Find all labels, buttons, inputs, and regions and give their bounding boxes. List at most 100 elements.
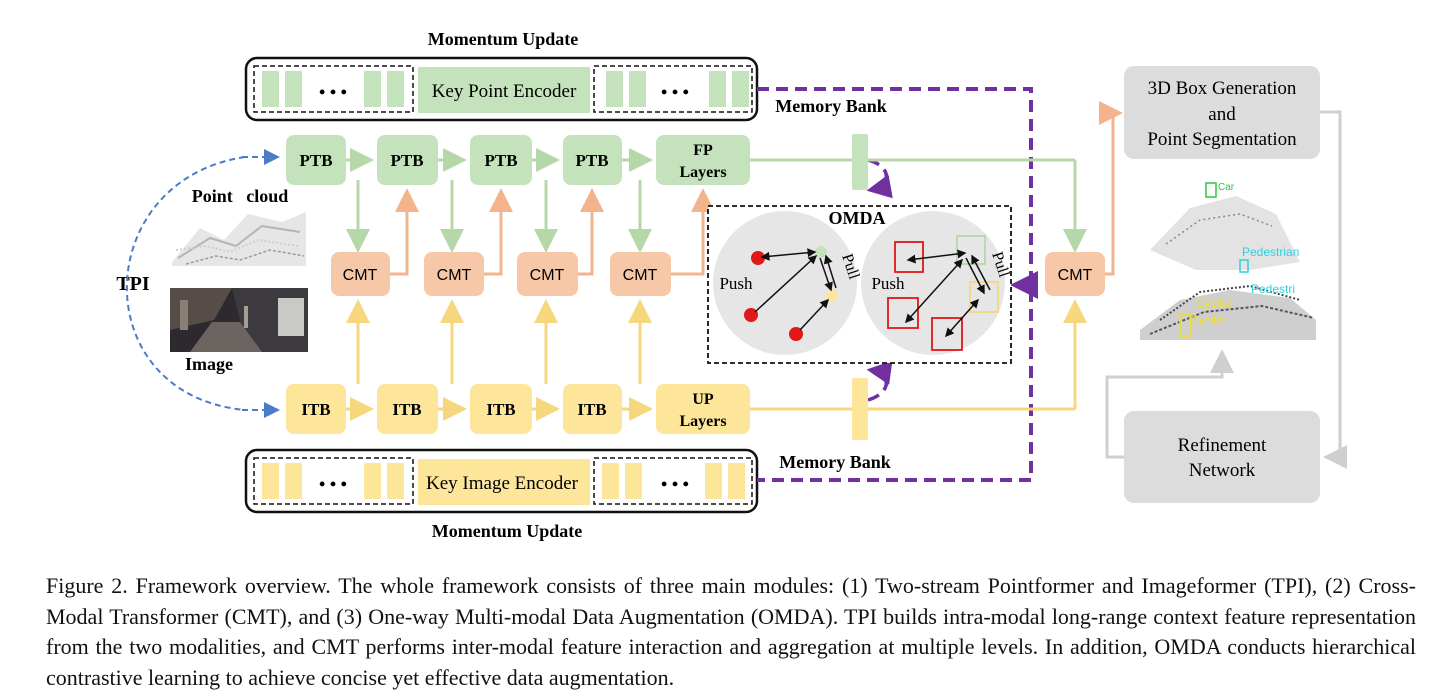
figure-caption: Figure 2. Framework overview. The whole … [46,573,1416,690]
ptb-block [470,135,532,185]
up-layers-label-line1: UP [692,391,714,408]
camera-image [170,288,308,352]
point-cloud-label: Point cloud [192,186,289,206]
output-modules: 3D Box Generation and Point Segmentation… [1105,66,1347,503]
ptb-block [377,135,438,185]
itb-label: ITB [486,400,515,419]
bottom-memory-bank-label: Memory Bank [779,452,891,472]
top-memory-bank-label: Memory Bank [775,96,887,116]
box-generation-line2: and [1208,104,1236,125]
key-image-encoder-label: Key Image Encoder [426,473,579,494]
negative-point [789,327,803,341]
bottom-queue-cell [625,463,642,499]
itb-block [470,384,532,434]
positive-box [969,281,999,313]
tpi-label: TPI [116,273,150,295]
top-queue-cell [285,71,302,107]
tpi-dashed-arc [125,156,246,411]
momentum-paths [757,87,1038,482]
framework-diagram: Momentum Update • • • Key Point Encoder … [116,29,1347,541]
negative-point [744,308,758,322]
key-point-encoder-box [418,67,590,113]
omda-push-label-2: Push [871,274,905,293]
refinement-line1: Refinement [1178,435,1267,456]
up-layers-label-line2: Layers [679,413,726,430]
bottom-queue-right [593,457,753,505]
anchor-point [815,246,827,258]
fp-layers-block [656,135,750,185]
ptb-label: PTB [390,151,423,170]
ptb-label: PTB [575,151,608,170]
top-queue-cell [606,71,623,107]
cmt-label: CMT [623,267,658,284]
negative-point [751,251,765,265]
omda-push-label: Push [719,274,753,293]
bottom-queue-cell [705,463,722,499]
detection-result-image: Car Pedestrian Pedestri Cyclist Cyclist [1134,176,1318,344]
point-stream: PTB PTB PTB PTB FP Layers [286,134,1087,253]
box-generation-line3: Point Segmentation [1147,129,1297,150]
point-memory-bank [852,134,868,190]
top-queue-cell [262,71,279,107]
top-encoder: Momentum Update • • • Key Point Encoder … [244,29,887,122]
image-label: Image [185,354,233,374]
scene-label-pedestrian-2: Pedestri [1251,282,1295,296]
ptb-block [286,135,346,185]
bottom-queue-cell [262,463,279,499]
ptb-label: PTB [299,151,332,170]
box-generation-line1: 3D Box Generation [1148,78,1297,99]
fp-layers-label-line1: FP [693,142,713,159]
top-queue-right [593,65,753,113]
cmt-label: CMT [530,267,565,284]
itb-label: ITB [577,400,606,419]
fp-layers-label-line2: Layers [679,164,726,181]
bottom-queue-cell [387,463,404,499]
cmt-block [517,252,578,296]
ptb-block [563,135,622,185]
memory-bank-top-loop [866,158,893,199]
itb-block [286,384,346,434]
omda-module: OMDA Push Pull Push Pull [707,205,1013,364]
top-momentum-label: Momentum Update [428,29,579,49]
image-stream: ITB ITB ITB ITB UP Layers [286,299,1087,440]
itb-label: ITB [392,400,421,419]
scene-label-car: Car [1218,182,1235,193]
image-memory-bank [852,378,868,440]
momentum-path-main [757,87,1033,482]
cmt-block [610,252,671,296]
top-queue-cell [732,71,749,107]
cmt-block [424,252,484,296]
bottom-queue-dots: • • • [319,474,347,494]
bottom-queue-cell [364,463,381,499]
bottom-momentum-label: Momentum Update [432,521,583,541]
bottom-queue-cell [285,463,302,499]
refinement-line2: Network [1189,460,1256,481]
bottom-queue-cell [728,463,745,499]
key-image-encoder-box [418,459,590,505]
top-queue-cell [387,71,404,107]
top-queue-cell [709,71,726,107]
bottom-queue-dots: • • • [661,474,689,494]
bottom-queue-cell [602,463,619,499]
omda-title: OMDA [829,208,886,228]
cmt-label: CMT [343,267,378,284]
top-queue-dots: • • • [661,82,689,102]
tpi-inputs: Point cloud Image TPI [116,149,310,418]
cmt-blocks: CMT CMT CMT CMT CMT [331,101,1123,296]
top-queue-left [253,65,414,113]
top-queue-dots: • • • [319,82,347,102]
scene-label-cyclist-2: Cyclist [1190,313,1226,327]
cmt-block [1045,252,1105,296]
itb-block [563,384,622,434]
cmt-block [331,252,390,296]
cmt-label: CMT [437,267,472,284]
top-queue-cell [629,71,646,107]
scene-label-pedestrian: Pedestrian [1242,245,1299,259]
up-layers-block [656,384,750,434]
cmt-label: CMT [1058,267,1093,284]
key-point-encoder-label: Key Point Encoder [432,81,577,102]
itb-block [377,384,438,434]
bottom-encoder: • • • Key Image Encoder • • • Momentum U… [244,448,891,541]
memory-bank-bottom-loop [866,360,893,402]
box-generation-block [1124,66,1320,159]
